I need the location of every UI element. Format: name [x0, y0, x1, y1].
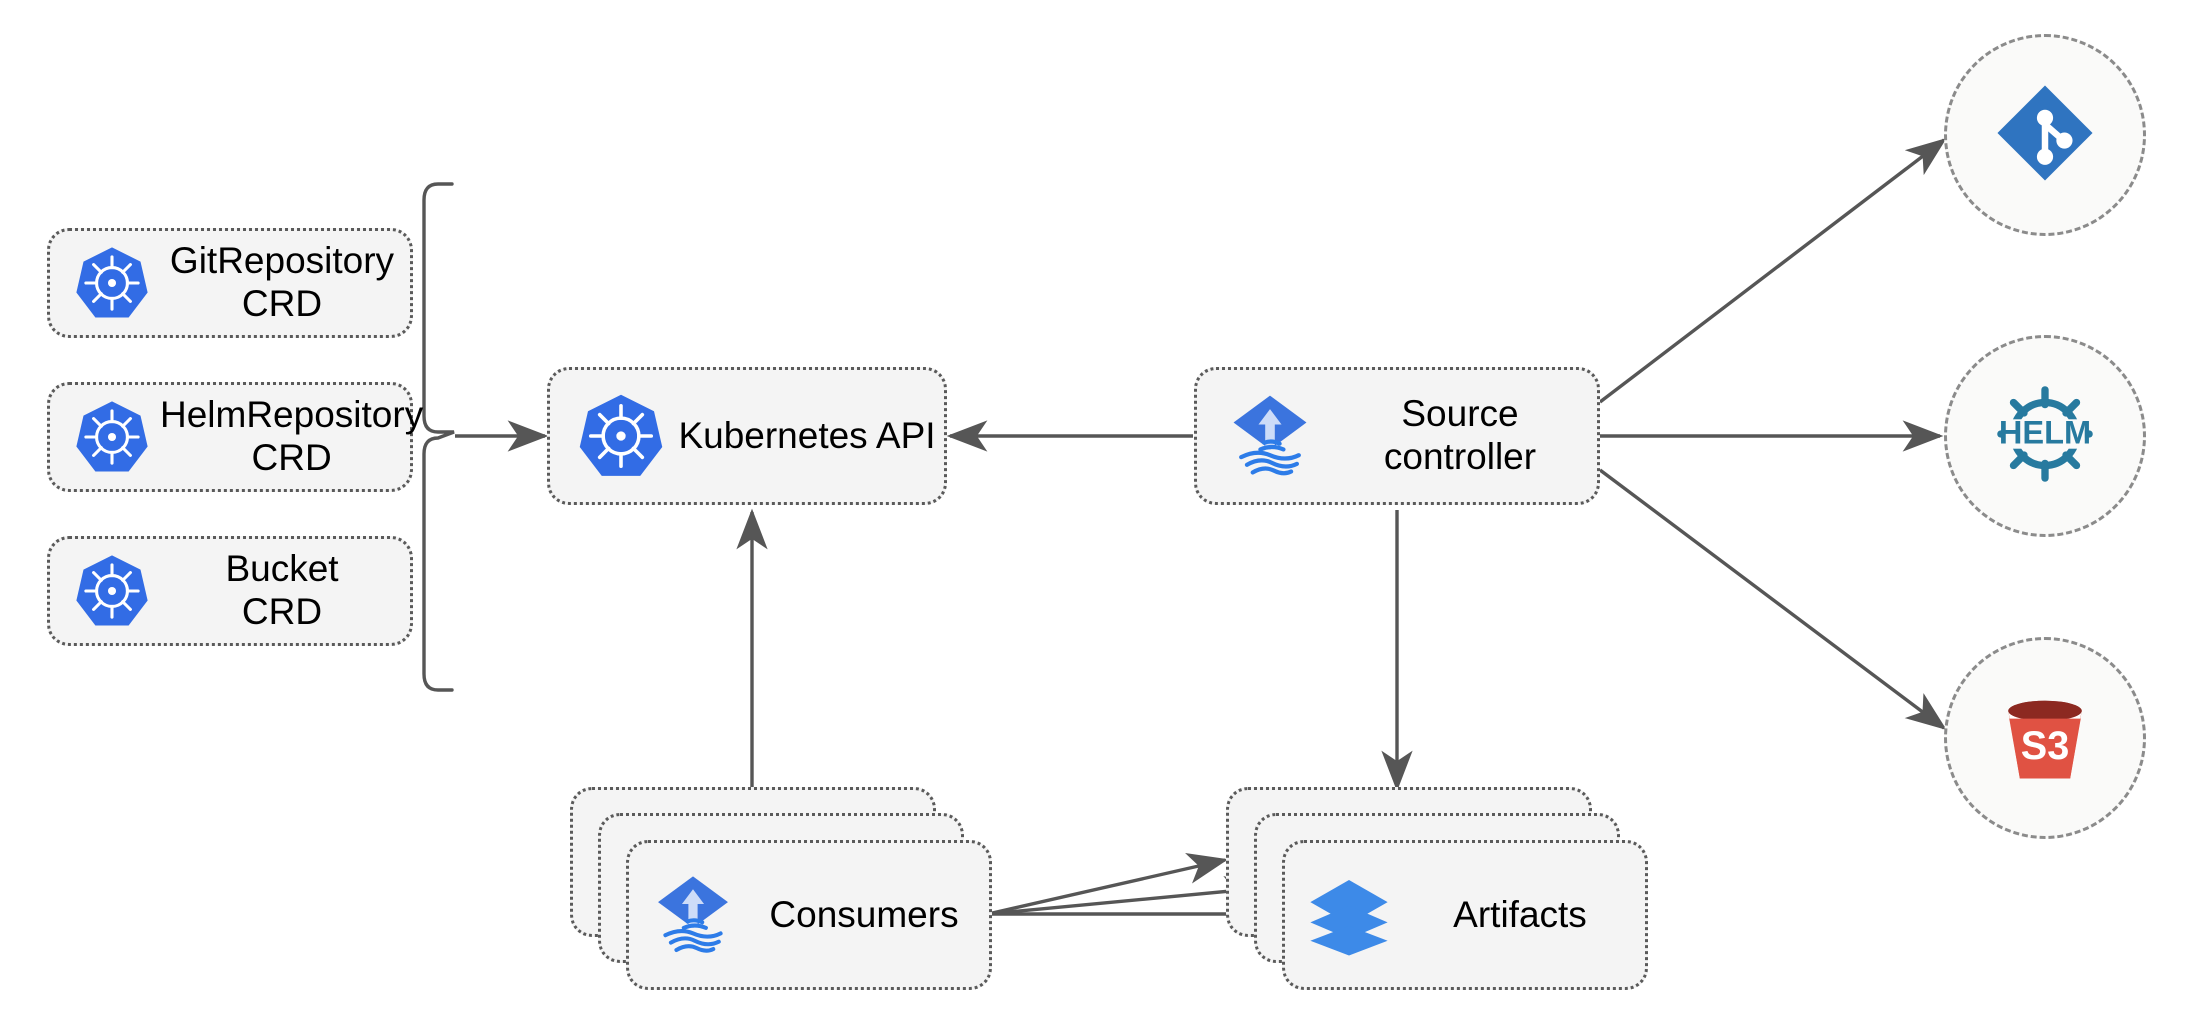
s3-icon: S3	[1987, 678, 2103, 799]
flux-icon	[641, 869, 745, 961]
edge-consumers-to-artifact-2	[987, 875, 1266, 916]
crd-box-gitrepository-label: GitRepository CRD	[169, 240, 395, 324]
crd-group-brace	[422, 182, 455, 692]
consumers-label: Consumers	[769, 893, 959, 935]
kubernetes-icon	[566, 392, 676, 480]
git-icon	[1991, 79, 2099, 192]
edge-sourcectl-to-s3	[1598, 468, 1947, 731]
crd-box-helmrepository[interactable]: HelmRepository CRD	[47, 382, 423, 492]
consumers-node[interactable]: Consumers	[626, 840, 992, 990]
flux-icon	[1211, 388, 1329, 484]
s3-wordmark: S3	[2021, 724, 2069, 768]
layers-icon	[1297, 869, 1401, 961]
crd-box-helmrepository-label: HelmRepository CRD	[160, 394, 424, 478]
source-controller-node[interactable]: Source controller	[1194, 367, 1600, 505]
helm-source-circle[interactable]: HELM	[1944, 335, 2146, 537]
crd-box-gitrepository[interactable]: GitRepository CRD	[47, 228, 413, 338]
artifacts-node[interactable]: Artifacts	[1282, 840, 1648, 990]
kubernetes-api-label: Kubernetes API	[678, 414, 936, 456]
kubernetes-api-node[interactable]: Kubernetes API	[547, 367, 947, 505]
helm-icon: HELM	[1982, 371, 2108, 502]
kubernetes-icon	[64, 399, 160, 475]
crd-box-bucket-label: Bucket CRD	[225, 548, 339, 632]
kubernetes-icon	[64, 245, 160, 321]
crd-box-bucket[interactable]: Bucket CRD	[47, 536, 413, 646]
s3-source-circle[interactable]: S3	[1944, 637, 2146, 839]
git-source-circle[interactable]	[1944, 34, 2146, 236]
helm-wordmark: HELM	[1999, 414, 2091, 450]
kubernetes-icon	[64, 553, 160, 629]
edge-consumers-to-artifact-1	[987, 853, 1229, 916]
edge-sourcectl-to-git	[1598, 137, 1947, 404]
source-controller-label: Source controller	[1383, 393, 1537, 477]
artifacts-label: Artifacts	[1453, 893, 1587, 935]
